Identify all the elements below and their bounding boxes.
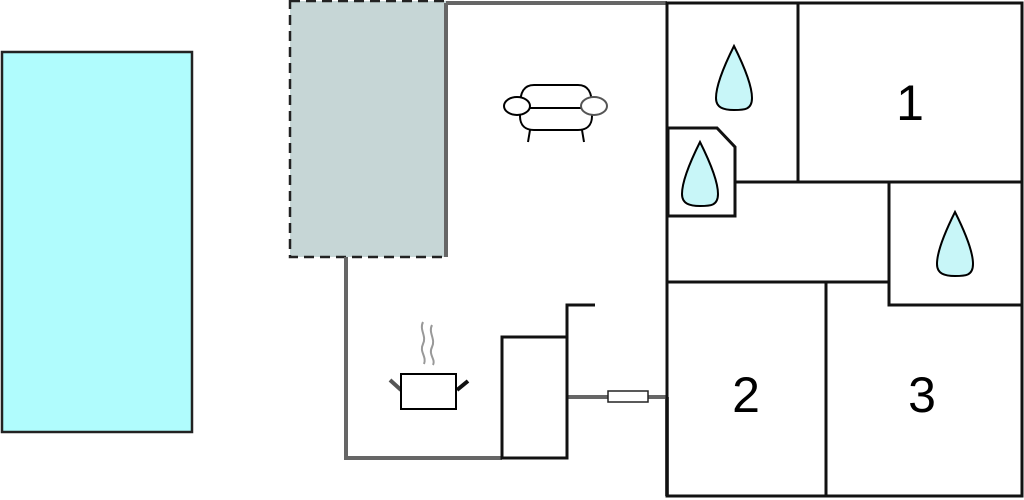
cooking-pot-icon [388,321,470,410]
room-label-2: 2 [732,367,760,423]
water-drop-icon [680,139,720,208]
pool [0,50,194,434]
water-drop-icon [714,43,754,112]
water-drop-icon [935,209,975,278]
window [607,390,649,403]
room-label-1: 1 [896,75,924,131]
sofa-icon [503,84,608,143]
terrace [288,0,448,259]
room-label-3: 3 [908,367,936,423]
